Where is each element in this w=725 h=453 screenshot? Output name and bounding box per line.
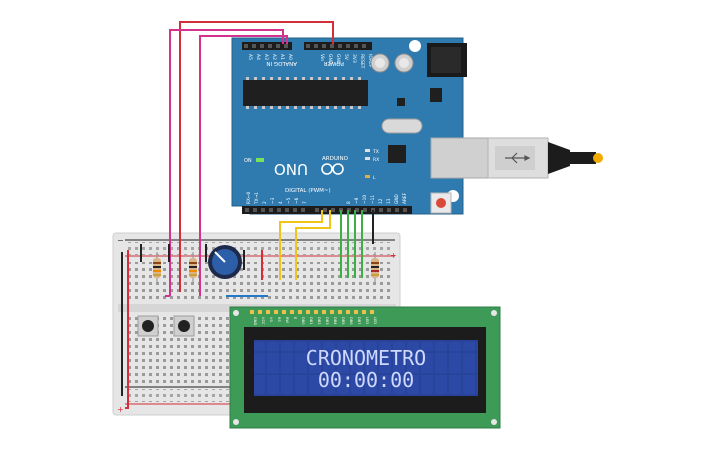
arduino-infinity-icon [321, 163, 344, 175]
wire-5v[interactable] [179, 21, 334, 292]
pin-label-5: ~5 [286, 197, 292, 204]
wire-yellow-2[interactable] [295, 210, 331, 280]
lcd-pin-label: DB3 [325, 317, 329, 325]
pin-label-7: 7 [302, 201, 308, 204]
pin-label-tx: TX→1 [254, 192, 260, 205]
lcd-pin-label: DB5 [341, 317, 345, 325]
pin-label-9: ~9 [354, 197, 360, 204]
lcd-pin-label: E [293, 317, 297, 320]
push-button-1[interactable] [137, 315, 159, 337]
pin-label-a2: A2 [271, 54, 277, 60]
on-led-label: ON [244, 158, 252, 164]
pin-label-11: ~11 [370, 195, 376, 204]
lcd-line-2: 00:00:00 [318, 368, 414, 392]
lcd-pin-label: V0 [269, 317, 273, 322]
resistor-2[interactable] [189, 252, 197, 285]
power-header-label: POWER [323, 60, 344, 66]
lcd-pin-label: RS [277, 317, 281, 322]
wire-a0[interactable] [199, 35, 288, 296]
lcd-pin-label: DB2 [317, 317, 321, 325]
pin-label-4: 4 [278, 201, 284, 204]
capacitor-icon [370, 53, 390, 73]
pin-label-a4: A4 [255, 54, 261, 60]
svg-text:+: + [390, 251, 397, 260]
usb-chip-icon [388, 145, 406, 163]
pin-label-reset: RESET [359, 54, 365, 69]
rx-led-label: RX [373, 157, 379, 163]
lcd-pin-label: VCC [261, 317, 265, 325]
l-led-label: L [373, 175, 376, 181]
uno-logo: UNO [274, 160, 308, 178]
reset-button[interactable] [430, 192, 452, 214]
lcd-pin-label: LED [373, 317, 377, 324]
lcd-line-1: CRONOMETRO [306, 346, 426, 370]
lcd-pin-label: DB0 [301, 317, 305, 325]
pin-label-a0: A0 [287, 54, 293, 60]
pin-label-ioref: IOREF [367, 54, 373, 68]
pin-label-aref: AREF [402, 192, 408, 204]
pin-label-2: 2 [262, 201, 268, 204]
pin-label-a3: A3 [263, 54, 269, 60]
pin-label-rx: RX←0 [246, 191, 252, 204]
power-jack-icon [427, 43, 467, 77]
lcd-pin-label: RW [285, 317, 289, 323]
digital-header-label: DIGITAL (PWM~) [285, 188, 331, 194]
microcontroller-chip [243, 80, 368, 106]
wire-yellow-1[interactable] [279, 210, 323, 280]
lcd-pin-label: GND [253, 317, 257, 325]
pin-label-a5: A5 [247, 54, 253, 60]
tx-led-label: TX [372, 149, 379, 155]
pin-label-3v3: 3V3 [351, 54, 357, 63]
usb-icon [505, 152, 531, 164]
push-button-2[interactable] [173, 315, 195, 337]
svg-text:+: + [117, 405, 124, 414]
pin-label-8: 8 [346, 201, 352, 204]
pin-label-vin: Vin [319, 54, 325, 61]
analog-header-label: ANALOG IN [266, 60, 297, 66]
lcd-pin-label: DB1 [309, 317, 313, 325]
lcd-module[interactable]: GND VCC V0 RS RW E DB0 DB1 DB2 DB3 DB4 D… [229, 306, 501, 429]
usb-cable[interactable] [430, 137, 603, 179]
resistor-1[interactable] [153, 252, 161, 285]
lcd-pin-label: DB4 [333, 317, 337, 325]
wire-rail-red-left[interactable] [125, 250, 129, 409]
lcd-pin-label: DB7 [357, 317, 361, 325]
lcd-pin-label: DB6 [349, 317, 353, 325]
arduino-uno-board[interactable]: ANALOG IN POWER DIGITAL (PWM~) A0 A1 A2 … [231, 37, 467, 215]
pin-label-13: 13 [386, 198, 392, 204]
svg-text:−: − [117, 236, 124, 245]
pin-label-gnd: GND [327, 54, 333, 65]
analog-header[interactable] [242, 42, 292, 50]
power-led-icon [256, 158, 264, 162]
pin-label-gnd: GND [335, 54, 341, 65]
potentiometer-knob[interactable] [208, 245, 242, 279]
arduino-brand-label: ARDUINO [322, 156, 349, 162]
pin-label-10: ~10 [362, 195, 368, 204]
pin-label-gnd: GND [394, 193, 400, 204]
crystal-icon [381, 118, 423, 134]
pin-label-3: ~3 [270, 197, 276, 204]
pin-label-12: 12 [378, 198, 384, 204]
resistor-3[interactable] [371, 252, 379, 285]
pin-label-6: ~6 [294, 197, 300, 204]
capacitor-icon [394, 53, 414, 73]
pin-label-a1: A1 [279, 54, 285, 60]
lcd-pin-label: LED [365, 317, 369, 324]
mounting-hole [409, 40, 421, 52]
pin-label-5v: 5V [343, 54, 349, 61]
regulator-icon [397, 98, 405, 106]
regulator-icon [430, 88, 442, 102]
